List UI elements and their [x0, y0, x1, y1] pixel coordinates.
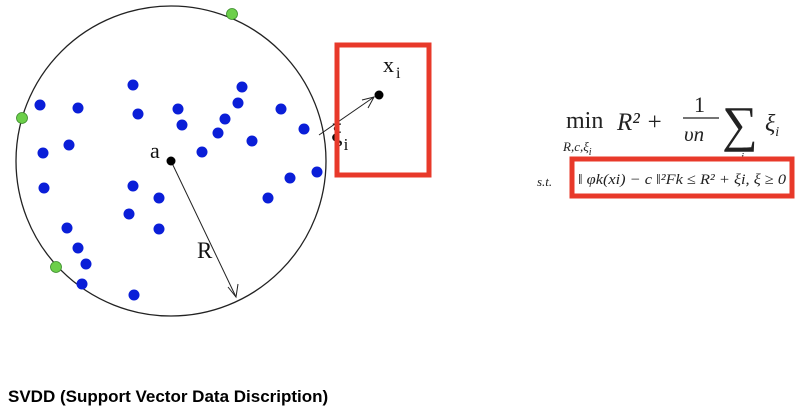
- subject-to-label: s.t.: [537, 174, 552, 189]
- constraint-formula: ‖ φk(xi) − c ‖²Fk ≤ R² + ξi, ξ ≥ 0: [578, 172, 787, 188]
- constraint-highlight-box: [569, 156, 795, 199]
- inlier-point: [212, 127, 224, 139]
- inlier-point: [298, 123, 310, 135]
- inlier-point: [132, 108, 144, 120]
- radius-arrow-head: [227, 283, 239, 299]
- inlier-point: [311, 166, 323, 178]
- r-squared-term: R² +: [616, 109, 663, 136]
- radius-label: R: [197, 238, 213, 263]
- inlier-point: [232, 97, 244, 109]
- inlier-point: [153, 192, 165, 204]
- inlier-point: [262, 192, 274, 204]
- inlier-point: [34, 99, 46, 111]
- slack-label: ξi: [331, 119, 349, 154]
- outlier-point: [374, 90, 384, 100]
- min-subscript: R,c,ξi: [562, 139, 592, 158]
- inlier-point: [38, 182, 50, 194]
- radius-arrow: [170, 160, 237, 298]
- support-vectors: [16, 8, 238, 273]
- center-label: a: [150, 138, 160, 163]
- center-point: [166, 156, 176, 166]
- inlier-point: [176, 119, 188, 131]
- support-vector-point: [16, 112, 28, 124]
- slack-arrow-head: [361, 96, 375, 109]
- inlier-point: [246, 135, 258, 147]
- inlier-point: [275, 103, 287, 115]
- objective-formula: min R,c,ξi R² + 1 υn ∑ i ξi: [562, 92, 779, 163]
- inlier-point: [219, 113, 231, 125]
- inlier-point: [61, 222, 73, 234]
- min-operator: min: [566, 108, 603, 134]
- inlier-point: [72, 242, 84, 254]
- inlier-point: [236, 81, 248, 93]
- hypersphere-boundary: [15, 5, 327, 317]
- fraction-numerator: 1: [694, 92, 705, 117]
- outlier-highlight-box: [334, 42, 432, 178]
- inlier-point: [284, 172, 296, 184]
- slack-arrow: [318, 96, 375, 136]
- inlier-point: [127, 180, 139, 192]
- sum-symbol: ∑: [722, 96, 758, 152]
- inlier-point: [80, 258, 92, 270]
- support-vector-point: [50, 261, 62, 273]
- inlier-point: [153, 223, 165, 235]
- inlier-point: [123, 208, 135, 220]
- caption: SVDD (Support Vector Data Discription): [8, 387, 329, 406]
- inlier-point: [127, 79, 139, 91]
- inlier-point: [72, 102, 84, 114]
- inlier-point: [128, 289, 140, 301]
- inlier-point: [196, 146, 208, 158]
- inlier-point: [172, 103, 184, 115]
- inlier-point: [63, 139, 75, 151]
- inlier-point: [76, 278, 88, 290]
- sum-term: ξi: [765, 111, 779, 140]
- fraction-denominator: υn: [684, 122, 704, 146]
- support-vector-point: [226, 8, 238, 20]
- inlier-points: [34, 79, 323, 301]
- inlier-point: [37, 147, 49, 159]
